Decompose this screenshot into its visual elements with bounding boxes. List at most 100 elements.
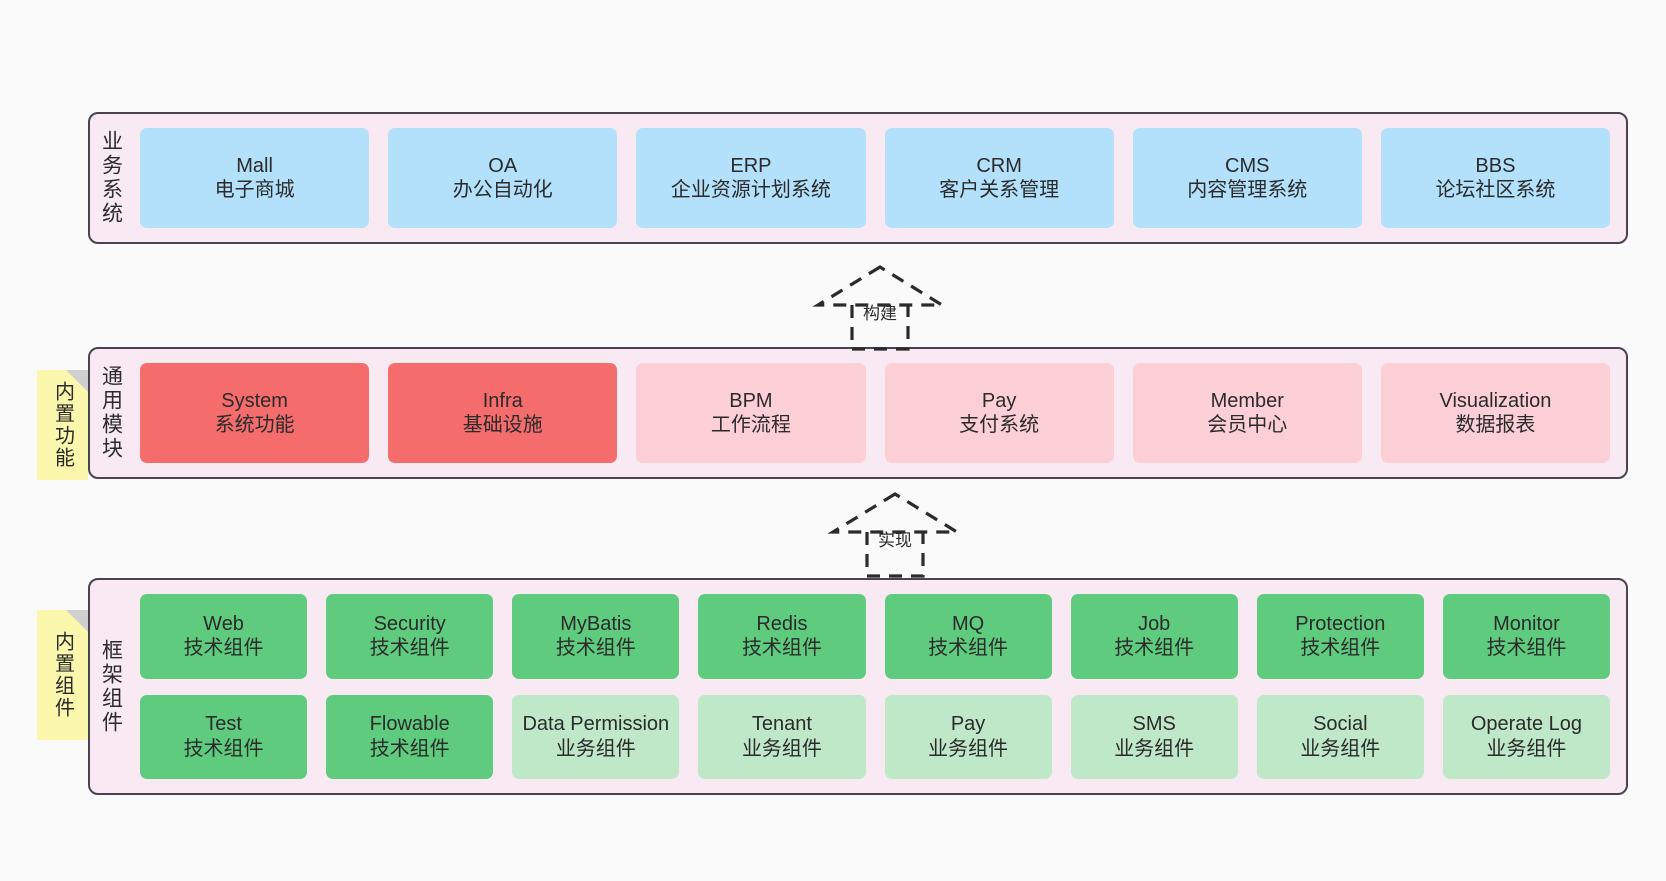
card-member[interactable]: Member 会员中心 xyxy=(1132,363,1362,463)
card-mybatis[interactable]: MyBatis 技术组件 xyxy=(512,594,680,679)
card-name: Pay xyxy=(950,713,986,736)
card-desc: 基础设施 xyxy=(462,414,543,436)
card-mall[interactable]: Mall 电子商城 xyxy=(140,128,370,228)
card-name: Test xyxy=(205,713,242,736)
layer-business-systems: 业务系统 Mall 电子商城 OA 办公自动化 ERP 企业资源计划系统 CRM… xyxy=(88,112,1628,244)
card-mq[interactable]: MQ 技术组件 xyxy=(884,594,1052,679)
card-system[interactable]: System 系统功能 xyxy=(140,363,370,463)
card-desc: 技术组件 xyxy=(1486,637,1567,660)
card-test[interactable]: Test 技术组件 xyxy=(140,694,308,779)
card-monitor[interactable]: Monitor 技术组件 xyxy=(1442,594,1610,679)
card-desc: 技术组件 xyxy=(369,737,450,760)
connector-build: 构建 xyxy=(800,263,960,351)
card-name: Tenant xyxy=(751,713,812,736)
note-label: 内置组件 xyxy=(51,631,74,719)
card-security[interactable]: Security 技术组件 xyxy=(326,594,494,679)
card-name: Data Permission xyxy=(522,713,670,736)
card-name: Monitor xyxy=(1493,612,1560,635)
card-oa[interactable]: OA 办公自动化 xyxy=(388,128,618,228)
card-desc: 业务组件 xyxy=(928,737,1009,760)
card-bbs[interactable]: BBS 论坛社区系统 xyxy=(1380,128,1611,228)
card-redis[interactable]: Redis 技术组件 xyxy=(698,594,866,679)
card-desc: 技术组件 xyxy=(183,737,264,760)
card-flowable[interactable]: Flowable 技术组件 xyxy=(326,694,494,779)
card-name: Member xyxy=(1210,389,1284,412)
card-crm[interactable]: CRM 客户关系管理 xyxy=(884,128,1114,228)
card-infra[interactable]: Infra 基础设施 xyxy=(388,363,618,463)
card-name: Pay xyxy=(981,389,1017,412)
card-desc: 内容管理系统 xyxy=(1187,179,1308,201)
layer-title-business: 业务系统 xyxy=(99,130,123,226)
layer-cards-framework: Web 技术组件 Security 技术组件 MyBatis 技术组件 Redi… xyxy=(132,580,1626,793)
card-name: BBS xyxy=(1475,154,1516,177)
layer-title-common: 通用模块 xyxy=(99,365,123,461)
note-builtin-functions: 内置功能 xyxy=(37,370,88,480)
card-name: SMS xyxy=(1132,713,1176,736)
card-name: Operate Log xyxy=(1470,713,1583,736)
card-tenant[interactable]: Tenant 业务组件 xyxy=(698,694,866,779)
note-fold-icon xyxy=(66,370,88,392)
card-visualization[interactable]: Visualization 数据报表 xyxy=(1380,363,1611,463)
card-desc: 客户关系管理 xyxy=(939,179,1060,201)
card-name: CRM xyxy=(976,154,1022,177)
generalization-arrow-icon xyxy=(812,265,948,351)
card-bpm[interactable]: BPM 工作流程 xyxy=(636,363,866,463)
card-desc: 会员中心 xyxy=(1207,414,1288,436)
card-desc: 业务组件 xyxy=(555,737,636,760)
card-job[interactable]: Job 技术组件 xyxy=(1070,594,1238,679)
card-desc: 业务组件 xyxy=(1300,737,1381,760)
card-name: Redis xyxy=(756,612,808,635)
card-cms[interactable]: CMS 内容管理系统 xyxy=(1132,128,1362,228)
card-row: System 系统功能 Infra 基础设施 BPM 工作流程 Pay 支付系统… xyxy=(140,363,1611,463)
connector-build-label: 构建 xyxy=(863,304,897,323)
card-pay-business[interactable]: Pay 业务组件 xyxy=(884,694,1052,779)
note-builtin-components: 内置组件 xyxy=(37,610,88,740)
card-name: Flowable xyxy=(369,713,450,736)
card-operate-log[interactable]: Operate Log 业务组件 xyxy=(1442,694,1610,779)
connector-implement-label: 实现 xyxy=(878,531,912,550)
card-desc: 系统功能 xyxy=(214,414,295,436)
card-desc: 技术组件 xyxy=(741,637,822,660)
card-social[interactable]: Social 业务组件 xyxy=(1256,694,1424,779)
layer-title-framework: 框架组件 xyxy=(99,638,123,735)
card-desc: 办公自动化 xyxy=(452,179,553,201)
card-name: Visualization xyxy=(1439,389,1552,412)
card-desc: 技术组件 xyxy=(369,637,450,660)
card-desc: 企业资源计划系统 xyxy=(670,179,831,201)
card-name: CMS xyxy=(1225,154,1270,177)
connector-implement: 实现 xyxy=(815,490,975,578)
layer-cards-common: System 系统功能 Infra 基础设施 BPM 工作流程 Pay 支付系统… xyxy=(132,349,1626,477)
card-desc: 工作流程 xyxy=(710,414,791,436)
card-desc: 论坛社区系统 xyxy=(1435,179,1556,201)
card-protection[interactable]: Protection 技术组件 xyxy=(1256,594,1424,679)
card-name: MyBatis xyxy=(560,612,632,635)
card-name: BPM xyxy=(729,389,773,412)
card-name: Protection xyxy=(1295,612,1386,635)
card-name: Security xyxy=(373,612,446,635)
layer-framework-components: 框架组件 Web 技术组件 Security 技术组件 MyBatis 技术组件… xyxy=(88,578,1628,795)
card-data-permission[interactable]: Data Permission 业务组件 xyxy=(512,694,680,779)
card-name: Social xyxy=(1313,713,1368,736)
card-pay[interactable]: Pay 支付系统 xyxy=(884,363,1114,463)
card-row: Test 技术组件 Flowable 技术组件 Data Permission … xyxy=(140,694,1610,779)
card-desc: 技术组件 xyxy=(1300,637,1381,660)
card-desc: 业务组件 xyxy=(1114,737,1195,760)
card-desc: 技术组件 xyxy=(183,637,264,660)
card-desc: 技术组件 xyxy=(555,637,636,660)
note-label: 内置功能 xyxy=(51,381,74,469)
card-desc: 业务组件 xyxy=(1486,737,1567,760)
card-desc: 业务组件 xyxy=(741,737,822,760)
note-fold-icon xyxy=(66,610,88,632)
card-sms[interactable]: SMS 业务组件 xyxy=(1070,694,1238,779)
card-desc: 支付系统 xyxy=(959,414,1040,436)
card-desc: 技术组件 xyxy=(928,637,1009,660)
card-desc: 技术组件 xyxy=(1114,637,1195,660)
card-web[interactable]: Web 技术组件 xyxy=(140,594,308,679)
card-erp[interactable]: ERP 企业资源计划系统 xyxy=(636,128,866,228)
card-name: Job xyxy=(1138,612,1171,635)
card-desc: 电子商城 xyxy=(214,179,295,201)
card-row: Web 技术组件 Security 技术组件 MyBatis 技术组件 Redi… xyxy=(140,594,1610,679)
card-name: System xyxy=(221,389,288,412)
card-name: Infra xyxy=(482,389,523,412)
